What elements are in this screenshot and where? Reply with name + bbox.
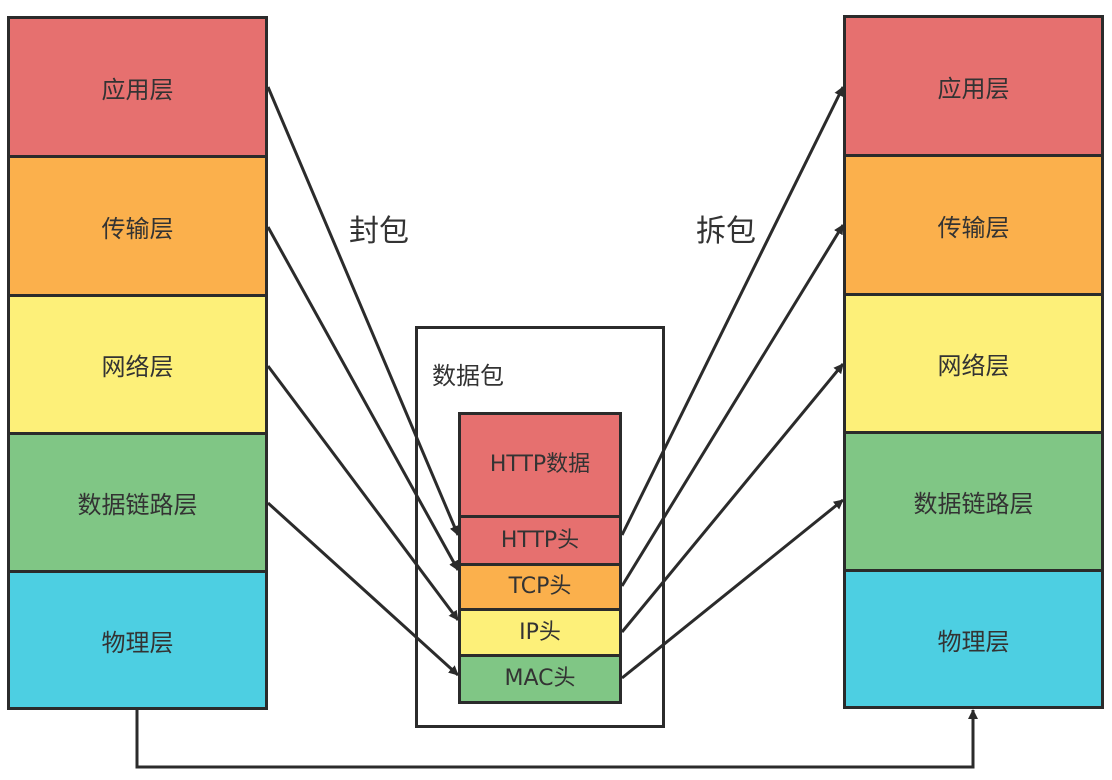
sender-datalink-label: 数据链路层 [77, 491, 198, 519]
packet-tcp-header: TCP头 [461, 566, 619, 611]
decap-arrow-network [620, 363, 845, 633]
decap-arrow-datalink [621, 498, 844, 680]
packet-ip-header-label: IP头 [519, 619, 561, 645]
packet-tcp-header-label: TCP头 [508, 574, 572, 599]
decap-arrow-transport [620, 224, 845, 587]
receiver-transport-layer: 传输层 [846, 157, 1101, 296]
sender-application-layer: 应用层 [10, 19, 265, 158]
sender-transport-layer: 传输层 [10, 158, 265, 297]
packet-http-data: HTTP数据 [461, 415, 619, 518]
data-packet-container [415, 326, 665, 728]
packet-http-header: HTTP头 [461, 518, 619, 566]
sender-network-label: 网络层 [101, 353, 174, 381]
receiver-application-layer: 应用层 [846, 18, 1101, 157]
sender-physical-label: 物理层 [101, 628, 174, 657]
physical-transmission-arrow [135, 709, 978, 769]
receiver-datalink-label: 数据链路层 [913, 490, 1034, 518]
receiver-physical-layer: 物理层 [846, 572, 1101, 706]
sender-network-layer: 网络层 [10, 297, 265, 435]
packet-ip-header: IP头 [461, 611, 619, 657]
encap-arrow-application [266, 86, 460, 536]
packet-http-header-label: HTTP头 [500, 527, 580, 553]
receiver-datalink-layer: 数据链路层 [846, 434, 1101, 572]
receiver-application-label: 应用层 [937, 74, 1010, 103]
decapsulation-label: 拆包 [696, 214, 756, 249]
encap-arrow-transport [266, 226, 460, 571]
data-packet-title: 数据包 [432, 362, 504, 390]
sender-application-label: 应用层 [101, 75, 174, 104]
receiver-network-layer: 网络层 [846, 296, 1101, 434]
encapsulation-label: 封包 [349, 214, 409, 249]
receiver-layer-stack: 应用层 传输层 网络层 数据链路层 物理层 [843, 15, 1104, 709]
sender-physical-layer: 物理层 [10, 573, 265, 707]
receiver-physical-label: 物理层 [937, 627, 1010, 656]
packet-mac-header-label: MAC头 [504, 666, 576, 691]
sender-layer-stack: 应用层 传输层 网络层 数据链路层 物理层 [7, 16, 268, 710]
arrow-group [135, 86, 978, 769]
receiver-network-label: 网络层 [937, 352, 1010, 380]
sender-transport-label: 传输层 [101, 214, 174, 243]
decap-arrow-application [620, 86, 845, 536]
receiver-transport-label: 传输层 [937, 213, 1010, 242]
encap-arrow-datalink [266, 501, 460, 677]
data-packet-stack: HTTP数据 HTTP头 TCP头 IP头 MAC头 [458, 412, 622, 704]
packet-mac-header: MAC头 [461, 657, 619, 701]
encap-arrow-network [266, 365, 460, 621]
sender-datalink-layer: 数据链路层 [10, 435, 265, 573]
packet-http-data-label: HTTP数据 [489, 452, 591, 477]
